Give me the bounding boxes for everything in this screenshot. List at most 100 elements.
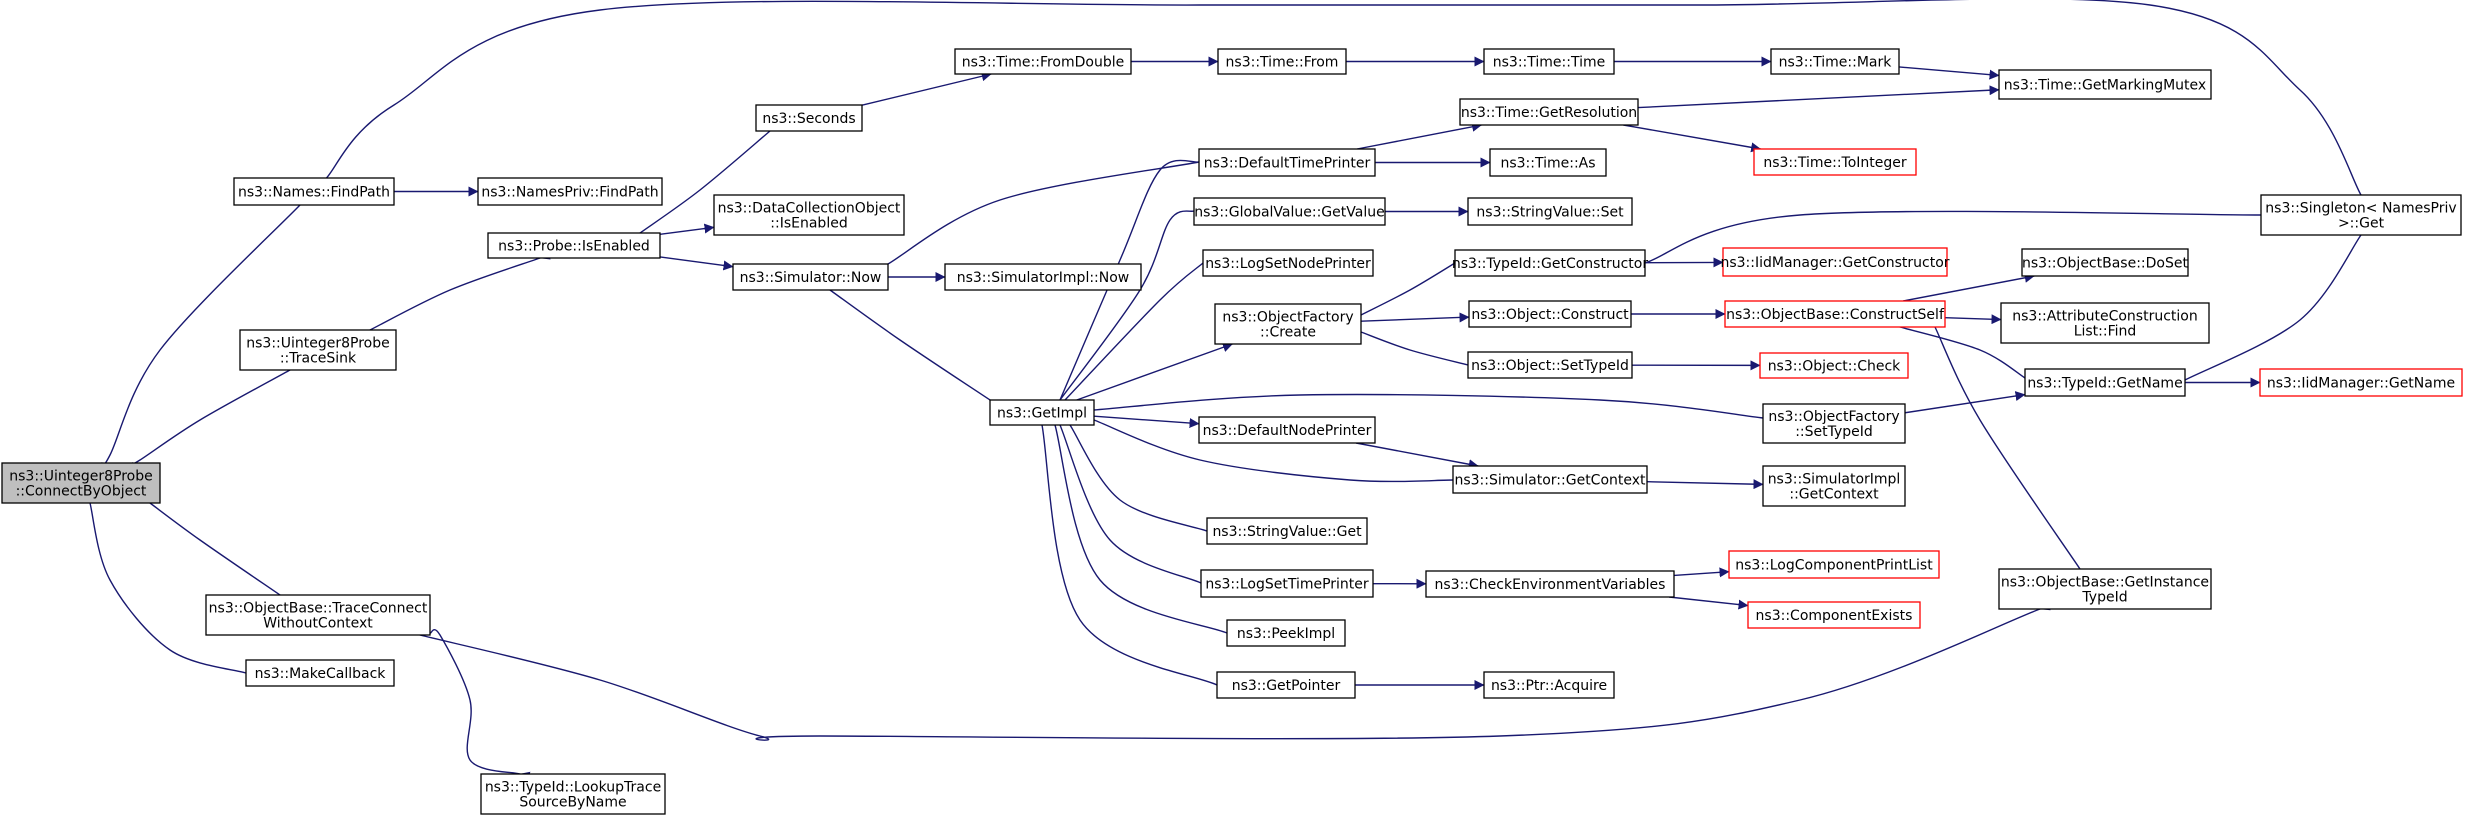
edge-of_create-to-obj_settypeid — [1356, 329, 1479, 373]
node-time-time[interactable]: ns3::Time::Time — [1483, 48, 1615, 75]
node-label: ns3::Probe::IsEnabled — [498, 239, 650, 255]
node-box — [944, 263, 1142, 291]
node-dco-isenabled[interactable]: ns3::DataCollectionObject::IsEnabled — [713, 194, 905, 236]
node-label: ns3::Time::As — [1500, 156, 1595, 172]
node-gv-getvalue[interactable]: ns3::GlobalValue::GetValue — [1193, 197, 1386, 226]
node-logsetnodeprinter[interactable]: ns3::LogSetNodePrinter — [1202, 249, 1374, 277]
node-obj-check[interactable]: ns3::Object::Check — [1759, 352, 1909, 379]
node-label: ns3::StringValue::Set — [1476, 205, 1624, 221]
node-label: ns3::ObjectBase::DoSet — [2022, 256, 2188, 272]
node-label: ns3::StringValue::Get — [1212, 524, 1362, 540]
node-deftimeprinter[interactable]: ns3::DefaultTimePrinter — [1198, 148, 1376, 177]
edge-root-to-makecallback — [87, 496, 257, 681]
node-time-mark[interactable]: ns3::Time::Mark — [1770, 48, 1900, 75]
node-checkenv[interactable]: ns3::CheckEnvironmentVariables — [1425, 570, 1675, 598]
node-compexists[interactable]: ns3::ComponentExists — [1747, 601, 1921, 629]
node-label: ::ConnectByObject — [16, 484, 147, 500]
node-getimpl[interactable]: ns3::GetImpl — [989, 399, 1095, 426]
node-root[interactable]: ns3::Uinteger8Probe::ConnectByObject — [1, 462, 161, 504]
node-sim-now[interactable]: ns3::Simulator::Now — [732, 263, 889, 291]
node-label: ::GetContext — [1789, 487, 1879, 503]
edge-ob_constructself-to-ob_getinstancetypeid — [1931, 319, 2090, 581]
node-ob-doset[interactable]: ns3::ObjectBase::DoSet — [2021, 248, 2189, 277]
node-probe-isenabled[interactable]: ns3::Probe::IsEnabled — [487, 232, 661, 259]
node-getpointer[interactable]: ns3::GetPointer — [1216, 671, 1356, 699]
node-simimpl-getcontext[interactable]: ns3::SimulatorImpl::GetContext — [1762, 465, 1906, 507]
node-label: ns3::Simulator::GetContext — [1454, 473, 1646, 489]
node-label: ns3::CheckEnvironmentVariables — [1435, 577, 1666, 593]
node-getmarkingmutex[interactable]: ns3::Time::GetMarkingMutex — [1998, 69, 2212, 100]
edge-getimpl-to-stringvalue_get — [1065, 418, 1218, 539]
node-box — [1759, 352, 1909, 379]
node-getresolution[interactable]: ns3::Time::GetResolution — [1459, 98, 1639, 126]
edge-of_settypeid-to-typeid_getname — [1904, 391, 2026, 414]
node-ptr-acquire[interactable]: ns3::Ptr::Acquire — [1483, 671, 1615, 699]
edge-root-to-tracecon_wo — [145, 499, 291, 605]
node-box — [487, 232, 661, 259]
node-sim-getcontext[interactable]: ns3::Simulator::GetContext — [1452, 465, 1648, 494]
node-ob-constructself[interactable]: ns3::ObjectBase::ConstructSelf — [1724, 300, 1946, 328]
node-of-settypeid[interactable]: ns3::ObjectFactory::SetTypeId — [1762, 403, 1906, 444]
edge-checkenv-to-logcompprintlist — [1673, 567, 1730, 578]
node-box — [1467, 351, 1633, 379]
node-label: ns3::DefaultNodePrinter — [1203, 423, 1372, 439]
node-label: ns3::AttributeConstruction — [2012, 309, 2197, 325]
node-typeid-getname[interactable]: ns3::TypeId::GetName — [2024, 368, 2186, 397]
node-box — [713, 194, 905, 236]
node-label: ns3::TypeId::LookupTrace — [485, 780, 661, 796]
node-time-as[interactable]: ns3::Time::As — [1489, 148, 1607, 177]
node-label: ns3::Time::ToInteger — [1763, 155, 1907, 171]
node-singleton-get[interactable]: ns3::Singleton< NamesPriv >::Get — [2260, 194, 2462, 236]
node-simimpl-now[interactable]: ns3::SimulatorImpl::Now — [944, 263, 1142, 291]
node-seconds[interactable]: ns3::Seconds — [755, 104, 863, 132]
node-obj-settypeid[interactable]: ns3::Object::SetTypeId — [1467, 351, 1633, 379]
node-box — [239, 329, 397, 371]
node-uint8-tracesink[interactable]: ns3::Uinteger8Probe::TraceSink — [239, 329, 397, 371]
node-peekimpl[interactable]: ns3::PeekImpl — [1226, 619, 1346, 647]
node-label: WithoutContext — [263, 616, 373, 632]
edge-getresolution-to-getmarkingmutex — [1637, 85, 2000, 109]
node-iid-getctor[interactable]: ns3::IidManager::GetConstructor — [1720, 247, 1950, 277]
node-of-create[interactable]: ns3::ObjectFactory::Create — [1214, 303, 1362, 345]
node-logcompprintlist[interactable]: ns3::LogComponentPrintList — [1728, 550, 1940, 579]
node-box — [1459, 98, 1639, 126]
node-logsettimeprinter[interactable]: ns3::LogSetTimePrinter — [1200, 569, 1374, 598]
node-label: ns3::Ptr::Acquire — [1491, 678, 1607, 694]
node-box — [1454, 249, 1646, 277]
node-time-from[interactable]: ns3::Time::From — [1217, 48, 1347, 75]
node-box — [1747, 601, 1921, 629]
node-label: ns3::GetImpl — [997, 406, 1087, 422]
edge-seconds-to-fromdouble — [861, 71, 992, 106]
node-time-tointeger[interactable]: ns3::Time::ToInteger — [1753, 148, 1917, 176]
node-box — [954, 48, 1132, 75]
node-box — [1425, 570, 1675, 598]
node-stringvalue-get[interactable]: ns3::StringValue::Get — [1206, 517, 1368, 545]
node-box — [1728, 550, 1940, 579]
node-box — [480, 773, 666, 815]
edges — [87, 0, 2371, 782]
edge-getresolution-to-time_tointeger — [1623, 124, 1762, 153]
node-label: List::Find — [2074, 324, 2137, 340]
node-fromdouble[interactable]: ns3::Time::FromDouble — [954, 48, 1132, 75]
node-label: SourceByName — [519, 795, 626, 811]
node-obj-construct[interactable]: ns3::Object::Construct — [1468, 300, 1632, 328]
node-label: ns3::Object::Construct — [1471, 307, 1629, 323]
node-iid-getname[interactable]: ns3::IidManager::GetName — [2259, 368, 2463, 397]
node-names-findpath[interactable]: ns3::Names::FindPath — [233, 177, 395, 206]
node-namespriv-findpath[interactable]: ns3::NamesPriv::FindPath — [477, 177, 663, 206]
node-stringvalue-set[interactable]: ns3::StringValue::Set — [1467, 197, 1633, 226]
node-box — [1468, 300, 1632, 328]
node-makecallback[interactable]: ns3::MakeCallback — [245, 659, 395, 687]
node-label: ns3::ObjectBase::GetInstance — [2001, 575, 2209, 591]
node-tracecon-wo[interactable]: ns3::ObjectBase::TraceConnectWithoutCont… — [205, 594, 431, 636]
node-typeid-getctor[interactable]: ns3::TypeId::GetConstructor — [1452, 249, 1648, 277]
edge-getimpl-to-gv_getvalue — [1053, 202, 1205, 409]
edge-sim_getcontext-to-simimpl_getcontext — [1646, 479, 1764, 490]
node-box — [1198, 416, 1376, 444]
node-defnodeprinter[interactable]: ns3::DefaultNodePrinter — [1198, 416, 1376, 444]
node-label: ns3::IidManager::GetName — [2267, 376, 2455, 392]
